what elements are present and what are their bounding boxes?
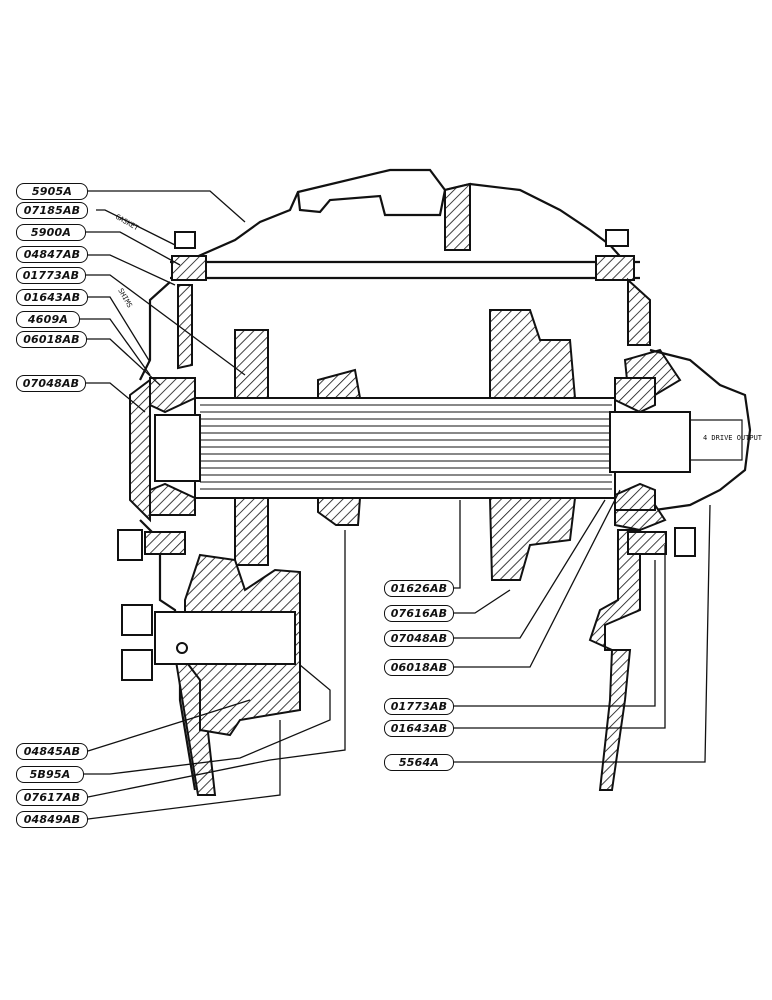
part-label-07185AB: 07185AB — [16, 202, 88, 219]
part-label-01643AB-left: 01643AB — [16, 289, 88, 306]
part-label-5564A: 5564A — [384, 754, 454, 771]
cover-bolt-left — [171, 231, 207, 281]
right-tapered-bearing — [614, 377, 656, 511]
part-label-07617AB: 07617AB — [16, 789, 88, 806]
leader-lines — [80, 190, 711, 820]
part-label-5905A: 5905A — [16, 183, 88, 200]
part-label-01773AB-left: 01773AB — [16, 267, 86, 284]
right-housing-wall — [588, 277, 752, 791]
main-splined-shaft — [154, 397, 743, 499]
lower-left-bolt — [117, 529, 186, 561]
lower-countershaft-gear — [121, 553, 301, 737]
left-spur-gear — [234, 329, 269, 566]
part-label-06018AB-right: 06018AB — [384, 659, 454, 676]
part-label-4609A: 4609A — [16, 311, 80, 328]
lower-right-bolt — [627, 531, 667, 555]
drive-output-stamp: 4 DRIVE OUTPUT — [703, 434, 763, 442]
left-housing-wall — [129, 281, 217, 796]
part-label-01643AB-right: 01643AB — [384, 720, 454, 737]
sliding-collar — [317, 368, 362, 526]
top-cover — [170, 168, 640, 280]
left-tapered-bearing — [149, 377, 196, 516]
part-label-04847AB: 04847AB — [16, 246, 88, 263]
part-label-07616AB: 07616AB — [384, 605, 454, 622]
part-label-06018AB-left: 06018AB — [16, 331, 87, 348]
part-label-07048AB-left: 07048AB — [16, 375, 86, 392]
part-label-5895A: 5B95A — [16, 766, 84, 783]
part-label-07048AB-right: 07048AB — [384, 630, 454, 647]
cover-bolt-right — [595, 229, 635, 281]
part-label-04849AB: 04849AB — [16, 811, 88, 828]
right-spur-gear — [488, 309, 577, 581]
part-label-01626AB: 01626AB — [384, 580, 454, 597]
part-label-04845AB: 04845AB — [16, 743, 88, 760]
part-label-01773AB-right: 01773AB — [384, 698, 454, 715]
part-label-5900A: 5900A — [16, 224, 86, 241]
